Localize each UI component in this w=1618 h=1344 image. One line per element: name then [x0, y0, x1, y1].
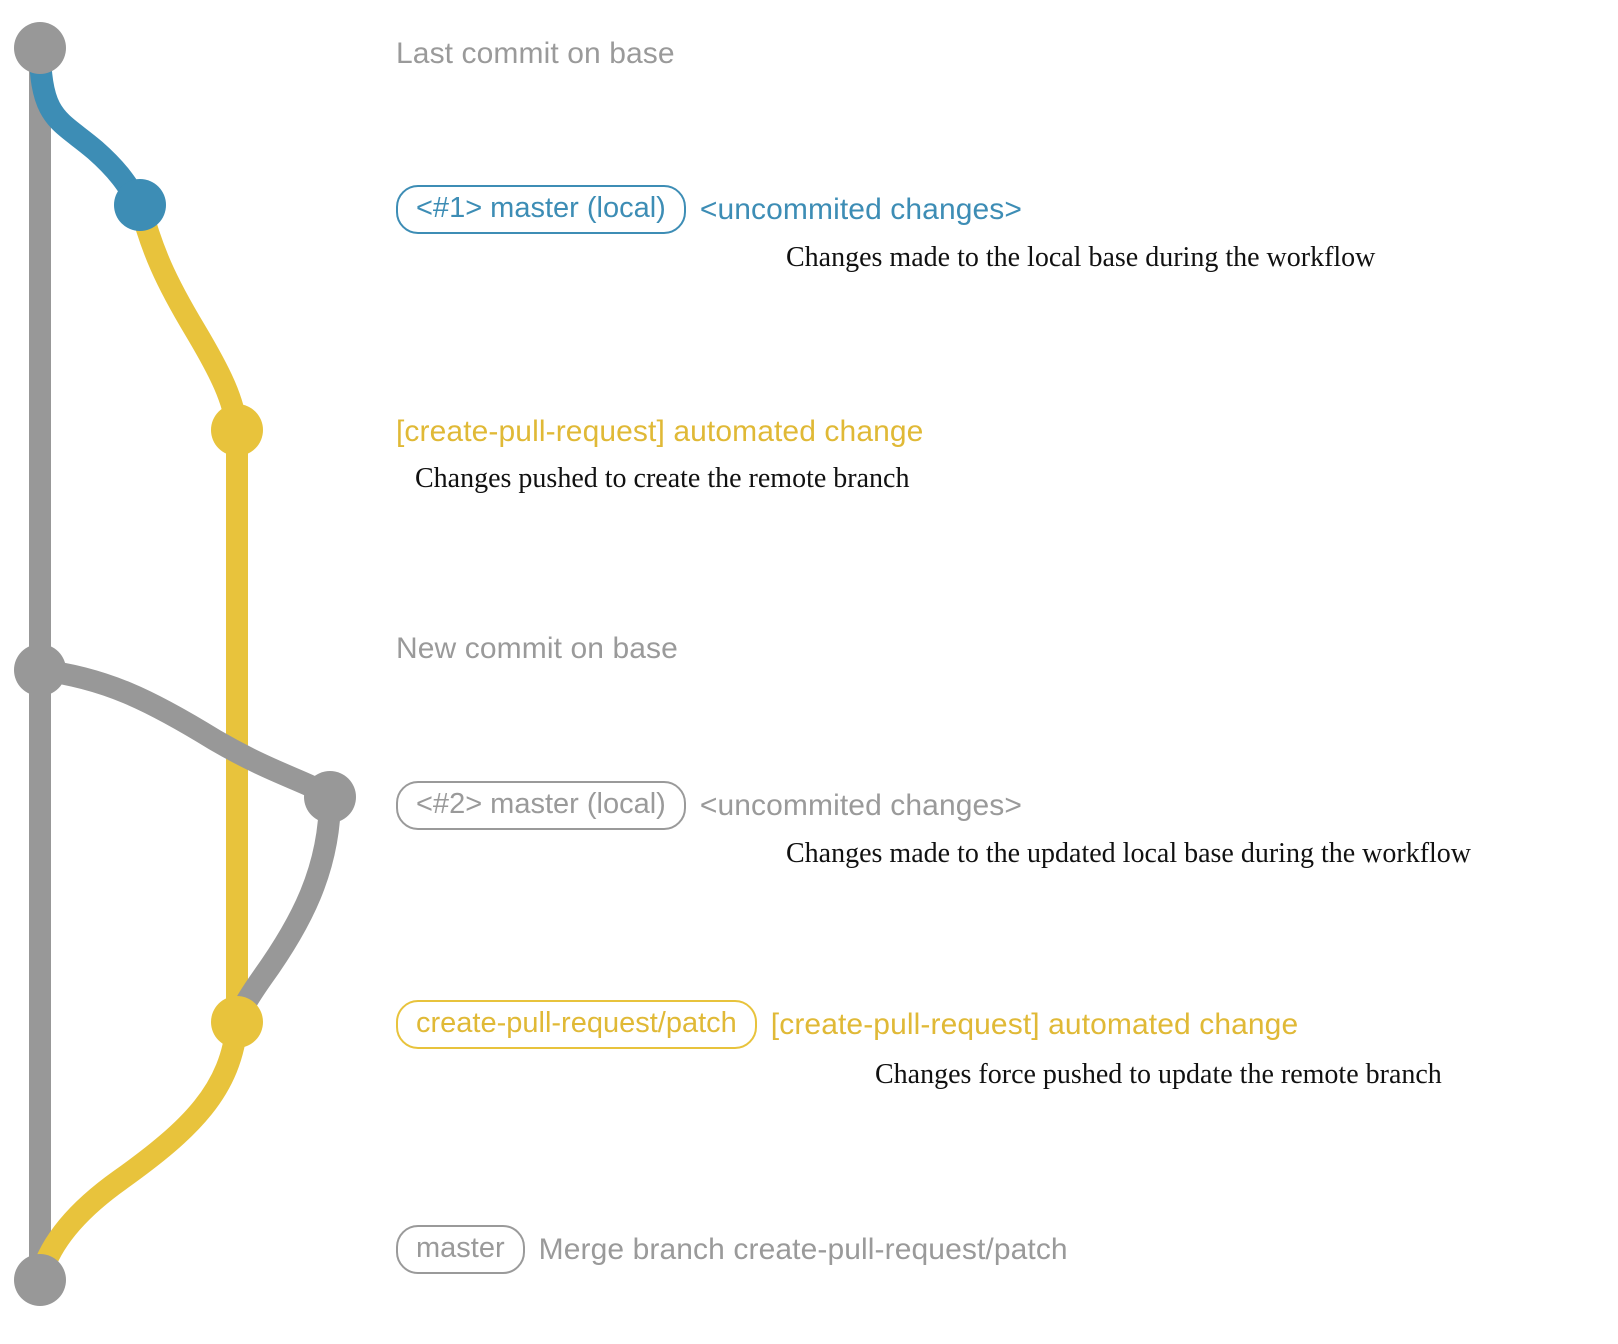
row-local-commit-1: <#1> master (local) <uncommited changes> — [396, 185, 1022, 234]
commit-node-base-new — [14, 644, 66, 696]
description-local-commit-1: Changes made to the local base during th… — [786, 242, 1376, 273]
message-merge-commit: Merge branch create-pull-request/patch — [538, 1232, 1068, 1266]
description-remote-commit-2: Changes force pushed to update the remot… — [875, 1059, 1442, 1090]
commit-graph — [14, 22, 356, 1306]
graph-edge-basenew-to-local2 — [29, 659, 341, 808]
message-remote-commit-1: [create-pull-request] automated change — [396, 415, 924, 448]
caption-new-commit-on-base: New commit on base — [396, 632, 678, 665]
badge-local-master-2[interactable]: <#2> master (local) — [396, 781, 686, 830]
row-remote-commit-2: create-pull-request/patch [create-pull-r… — [396, 1000, 1298, 1049]
message-remote-commit-2: [create-pull-request] automated change — [770, 1007, 1299, 1041]
graph-edge-remote2-to-merge — [29, 1011, 248, 1291]
badge-local-master-1[interactable]: <#1> master (local) — [396, 185, 686, 234]
commit-node-remote-2 — [211, 996, 263, 1048]
row-local-commit-2: <#2> master (local) <uncommited changes> — [396, 781, 1022, 830]
row-merge-commit: master Merge branch create-pull-request/… — [396, 1225, 1068, 1274]
message-local-commit-2: <uncommited changes> — [699, 788, 1023, 822]
commit-node-base-last — [14, 22, 66, 74]
graph-edge-local1-to-remote1 — [129, 194, 248, 441]
commit-node-local-1 — [114, 179, 166, 231]
badge-master[interactable]: master — [396, 1225, 525, 1274]
caption-last-commit-on-base: Last commit on base — [396, 37, 675, 70]
commit-node-remote-1 — [211, 404, 263, 456]
description-remote-commit-1: Changes pushed to create the remote bran… — [415, 463, 910, 494]
message-local-commit-1: <uncommited changes> — [699, 192, 1023, 226]
commit-node-local-2 — [304, 771, 356, 823]
badge-create-pull-request-patch[interactable]: create-pull-request/patch — [396, 1000, 757, 1049]
description-local-commit-2: Changes made to the updated local base d… — [786, 838, 1472, 869]
commit-node-base-merge — [14, 1254, 66, 1306]
